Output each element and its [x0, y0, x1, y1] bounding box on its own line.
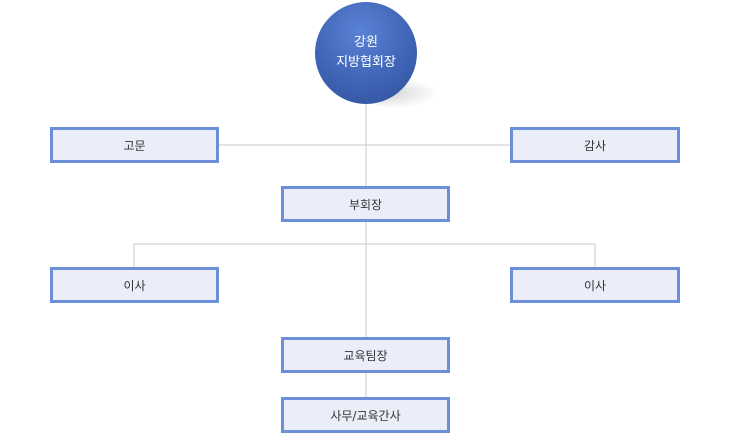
head-node-president: 강원 지방협회장: [315, 2, 417, 104]
node-director-right-label: 이사: [583, 278, 607, 293]
node-director-left-label: 이사: [123, 278, 146, 293]
node-vice-president-label: 부회장: [348, 197, 383, 212]
head-title-line2: 지방협회장: [336, 55, 396, 70]
node-advisor-label: 고문: [123, 138, 146, 153]
head-title-line1: 강원: [354, 35, 378, 50]
node-auditor-label: 감사: [583, 138, 607, 153]
node-admin-education-secretary-label: 사무/교육간사: [330, 408, 401, 423]
node-auditor: 감사: [510, 127, 680, 163]
node-director-left: 이사: [50, 267, 219, 303]
node-advisor: 고문: [50, 127, 219, 163]
node-director-right: 이사: [510, 267, 680, 303]
node-admin-education-secretary: 사무/교육간사: [281, 397, 450, 433]
node-education-team-lead: 교육팀장: [281, 337, 450, 373]
node-vice-president: 부회장: [281, 186, 450, 222]
node-education-team-lead-label: 교육팀장: [343, 348, 388, 363]
